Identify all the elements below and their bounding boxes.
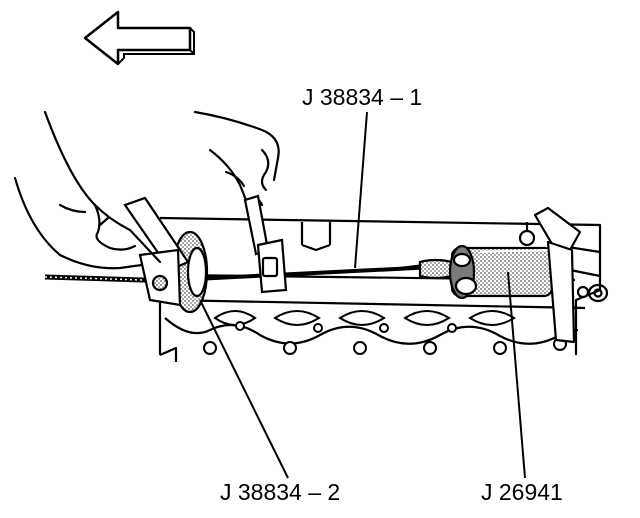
arrow-left-icon (83, 10, 195, 66)
right-hand (193, 110, 280, 207)
label-tool-handle: J 26941 (481, 479, 563, 505)
leader-line-rod (354, 111, 368, 269)
leader-line-handle (507, 271, 526, 479)
leader-line-plate (199, 299, 289, 479)
left-hand (13, 110, 162, 270)
rod-clamp (243, 194, 332, 294)
slide-hammer (399, 244, 554, 300)
label-tool-rod: J 38834 – 1 (302, 84, 423, 110)
valve-ports (203, 310, 567, 355)
label-tool-plate: J 38834 – 2 (220, 479, 341, 505)
end-bracket (518, 206, 590, 344)
leader-lines (199, 111, 526, 479)
puller-plate (123, 196, 209, 314)
